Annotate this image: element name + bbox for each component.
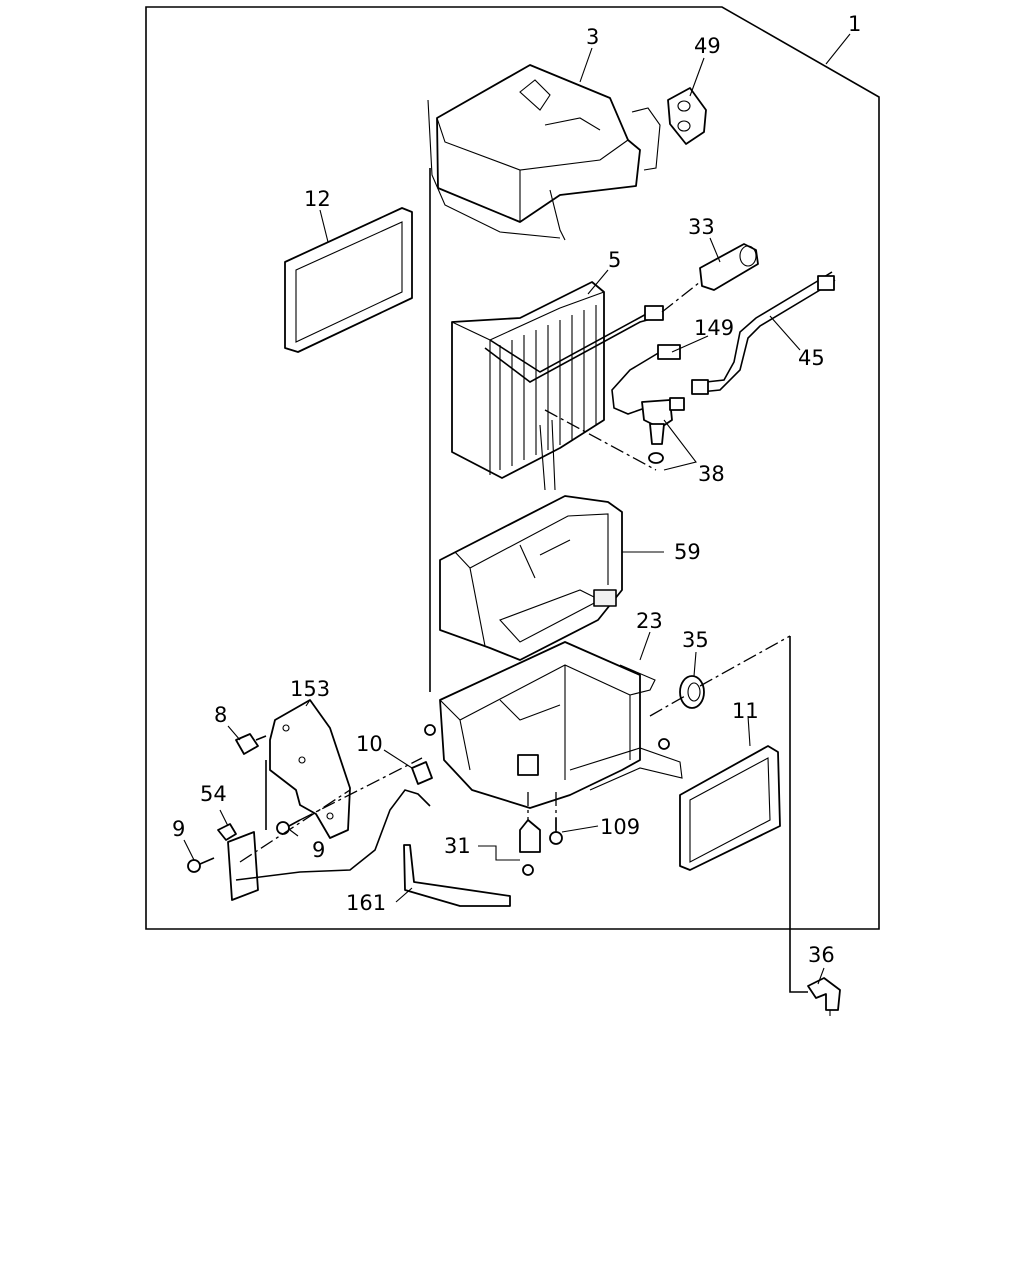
drain-hose-part: [403, 844, 511, 907]
callout-11: 11: [732, 699, 759, 723]
screw-lower-b: [658, 738, 670, 750]
screw-lower-a: [424, 724, 436, 736]
callout-9-right: 9: [312, 838, 325, 862]
upper-case-part: [427, 64, 661, 241]
callout-161: 161: [346, 891, 386, 915]
callout-49: 49: [694, 34, 721, 58]
air-filter-right-part: [679, 745, 781, 871]
callout-45: 45: [798, 346, 825, 370]
clip-part: [235, 733, 267, 755]
bracket-small-part: [217, 823, 259, 901]
callout-3: 3: [586, 25, 599, 49]
callout-1: 1: [848, 12, 861, 36]
expansion-valve-part: [611, 344, 685, 464]
callout-109: 109: [600, 815, 640, 839]
drain-pan-part: [439, 495, 623, 661]
callout-8: 8: [214, 703, 227, 727]
air-filter-left-part: [284, 207, 413, 353]
refrigerant-tube-part: [691, 271, 836, 395]
callout-59: 59: [674, 540, 701, 564]
callout-149: 149: [694, 316, 734, 340]
leader-lines: [183, 33, 851, 985]
callout-9-left: 9: [172, 817, 185, 841]
callout-33: 33: [688, 215, 715, 239]
callout-36: 36: [808, 943, 835, 967]
sensor-wire-part: [235, 789, 431, 881]
callout-12: 12: [304, 187, 331, 211]
pipe-fitting-part: [699, 243, 759, 291]
assembly-frame: [145, 6, 880, 930]
evaporator-core-part: [451, 281, 664, 491]
callout-5: 5: [608, 248, 621, 272]
callout-54: 54: [200, 782, 227, 806]
callout-153: 153: [290, 677, 330, 701]
callout-35: 35: [682, 628, 709, 652]
bracket-part: [269, 699, 351, 839]
grommet-part: [667, 87, 707, 145]
small-clip-part: [411, 761, 433, 785]
callout-31: 31: [444, 834, 471, 858]
callout-38: 38: [698, 462, 725, 486]
elbow-hose-part: [807, 977, 841, 1016]
callout-10: 10: [356, 732, 383, 756]
screw-part: [187, 819, 301, 873]
drain-clip-part: [519, 819, 541, 876]
lower-case-part: [439, 641, 683, 809]
callout-23: 23: [636, 609, 663, 633]
cap-part: [679, 675, 705, 709]
